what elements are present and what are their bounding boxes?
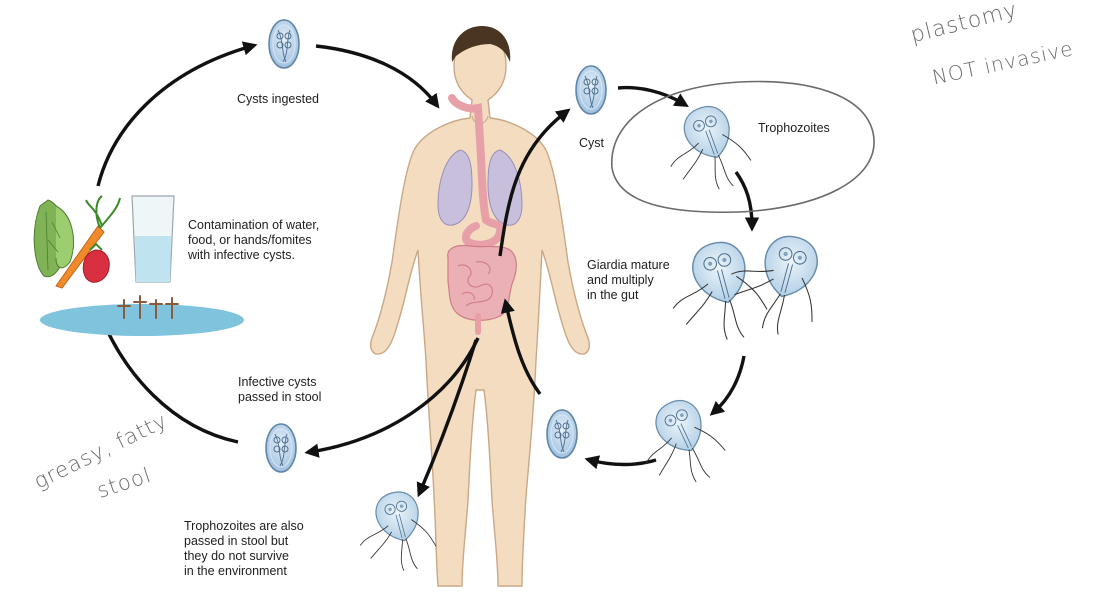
water-pool xyxy=(40,295,244,336)
label-trophozoites-passed: Trophozoites are also passed in stool bu… xyxy=(184,519,304,578)
digestive-tract xyxy=(447,94,517,335)
cycle-arrows xyxy=(96,41,760,498)
trophozoite-in-stool xyxy=(348,484,442,583)
arrow-multiply-to-trophozoite xyxy=(709,355,746,416)
cyst-formed xyxy=(546,409,578,459)
arrow-trophozoites-to-multiply xyxy=(734,171,760,232)
hair xyxy=(451,26,511,62)
trophozoite-encysting xyxy=(626,389,734,501)
cyst-ingested xyxy=(268,19,300,69)
arrow-gut-to-cyst xyxy=(498,108,571,257)
trophozoite-dividing-left xyxy=(658,233,774,354)
human-figure xyxy=(370,26,590,587)
annotation-circle xyxy=(611,80,875,214)
water-glass xyxy=(131,195,175,283)
arrow-cyst-to-trophozoites xyxy=(617,85,689,107)
label-cysts-ingested: Cysts ingested xyxy=(237,92,319,106)
arrow-cyst-back-to-gut xyxy=(500,298,542,396)
label-giardia-mature: Giardia mature and multiply in the gut xyxy=(587,258,670,302)
cyst-infective xyxy=(265,423,297,473)
label-infective-cysts: Infective cysts passed in stool xyxy=(238,375,322,404)
arrow-cysts-to-human xyxy=(315,44,440,109)
contaminated-food xyxy=(33,195,121,289)
arrow-cysts-to-environment xyxy=(96,308,239,444)
cyst-released xyxy=(575,65,607,115)
lungs xyxy=(437,149,523,226)
arrow-human-to-infective-cysts xyxy=(304,337,480,458)
arrow-human-to-trophozoites xyxy=(416,339,478,498)
trophozoite-excysted xyxy=(654,97,758,205)
label-cyst: Cyst xyxy=(579,136,604,150)
label-contamination: Contamination of water, food, or hands/f… xyxy=(188,218,320,262)
arrow-trophozoite-to-cyst xyxy=(584,455,657,470)
label-trophozoites: Trophozoites xyxy=(758,121,830,135)
arrow-food-to-cysts xyxy=(96,41,258,187)
